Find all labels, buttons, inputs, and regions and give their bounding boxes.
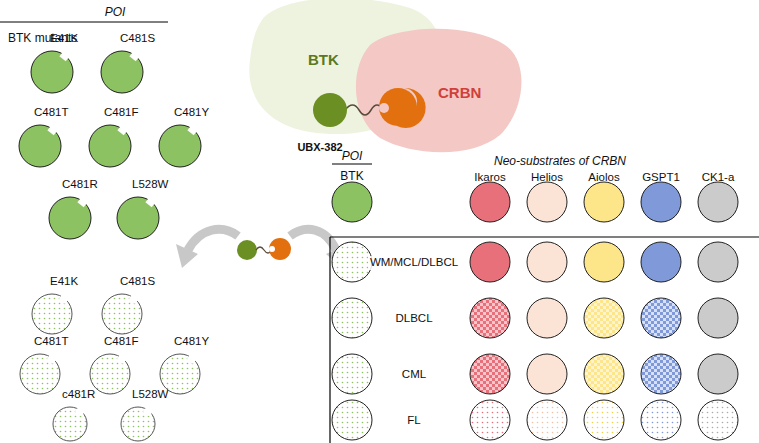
mutation-label: C481F xyxy=(104,336,139,348)
mutation-label: C481T xyxy=(34,107,69,119)
mutation-label: L528W xyxy=(132,389,168,401)
mutation-label: C481Y xyxy=(174,336,209,348)
protein-name: BTK xyxy=(308,52,339,67)
mutation-label: L528W xyxy=(132,179,168,191)
ligase-blob: CRBN xyxy=(360,30,525,155)
mutation-label: c481R xyxy=(62,389,95,401)
row-label: CML xyxy=(400,368,428,382)
row-label: DLBCL xyxy=(393,312,434,326)
mutant-circle: C481S xyxy=(81,33,163,97)
column-header: GSPT1 xyxy=(642,172,680,184)
column-header: Helios xyxy=(531,172,563,184)
mutant-circle: c481R xyxy=(33,389,107,443)
mutant-circle: L528W xyxy=(97,179,179,243)
heading-label: UBX-382 xyxy=(297,142,342,153)
mutation-label: C481S xyxy=(120,33,155,45)
mutation-label: C481T xyxy=(34,336,69,348)
row-label: FL xyxy=(405,414,422,428)
column-header: CK1-a xyxy=(702,172,735,184)
heading-label: Neo-substrates of CRBN xyxy=(494,155,626,167)
column-header: Aiolos xyxy=(588,172,619,184)
mutant-circle: C481F xyxy=(69,107,151,171)
heading-label: BTK xyxy=(340,170,363,182)
mutant-circle: E41K xyxy=(12,276,92,338)
mutation-label: C481F xyxy=(104,107,139,119)
mutant-circle: C481R xyxy=(29,179,111,243)
mutation-label: E41K xyxy=(50,276,78,288)
mutation-label: C481R xyxy=(62,179,98,191)
mutation-label: C481Y xyxy=(174,107,209,119)
protein-blob: BTK xyxy=(258,8,438,138)
heading-label: POI xyxy=(105,6,126,18)
mutant-circle: C481Y xyxy=(139,107,221,171)
mutant-circle: C481T xyxy=(0,107,81,171)
protein-name: CRBN xyxy=(438,85,481,100)
mutant-circle: L528W xyxy=(101,389,175,443)
mutation-label: C481S xyxy=(120,276,155,288)
row-label: WM/MCL/DLBCL xyxy=(368,256,460,270)
mutant-circle: C481S xyxy=(82,276,162,338)
heading-label: POI xyxy=(342,150,363,162)
heading-label: BTK mutants xyxy=(8,32,77,44)
column-header: Ikaros xyxy=(474,172,505,184)
